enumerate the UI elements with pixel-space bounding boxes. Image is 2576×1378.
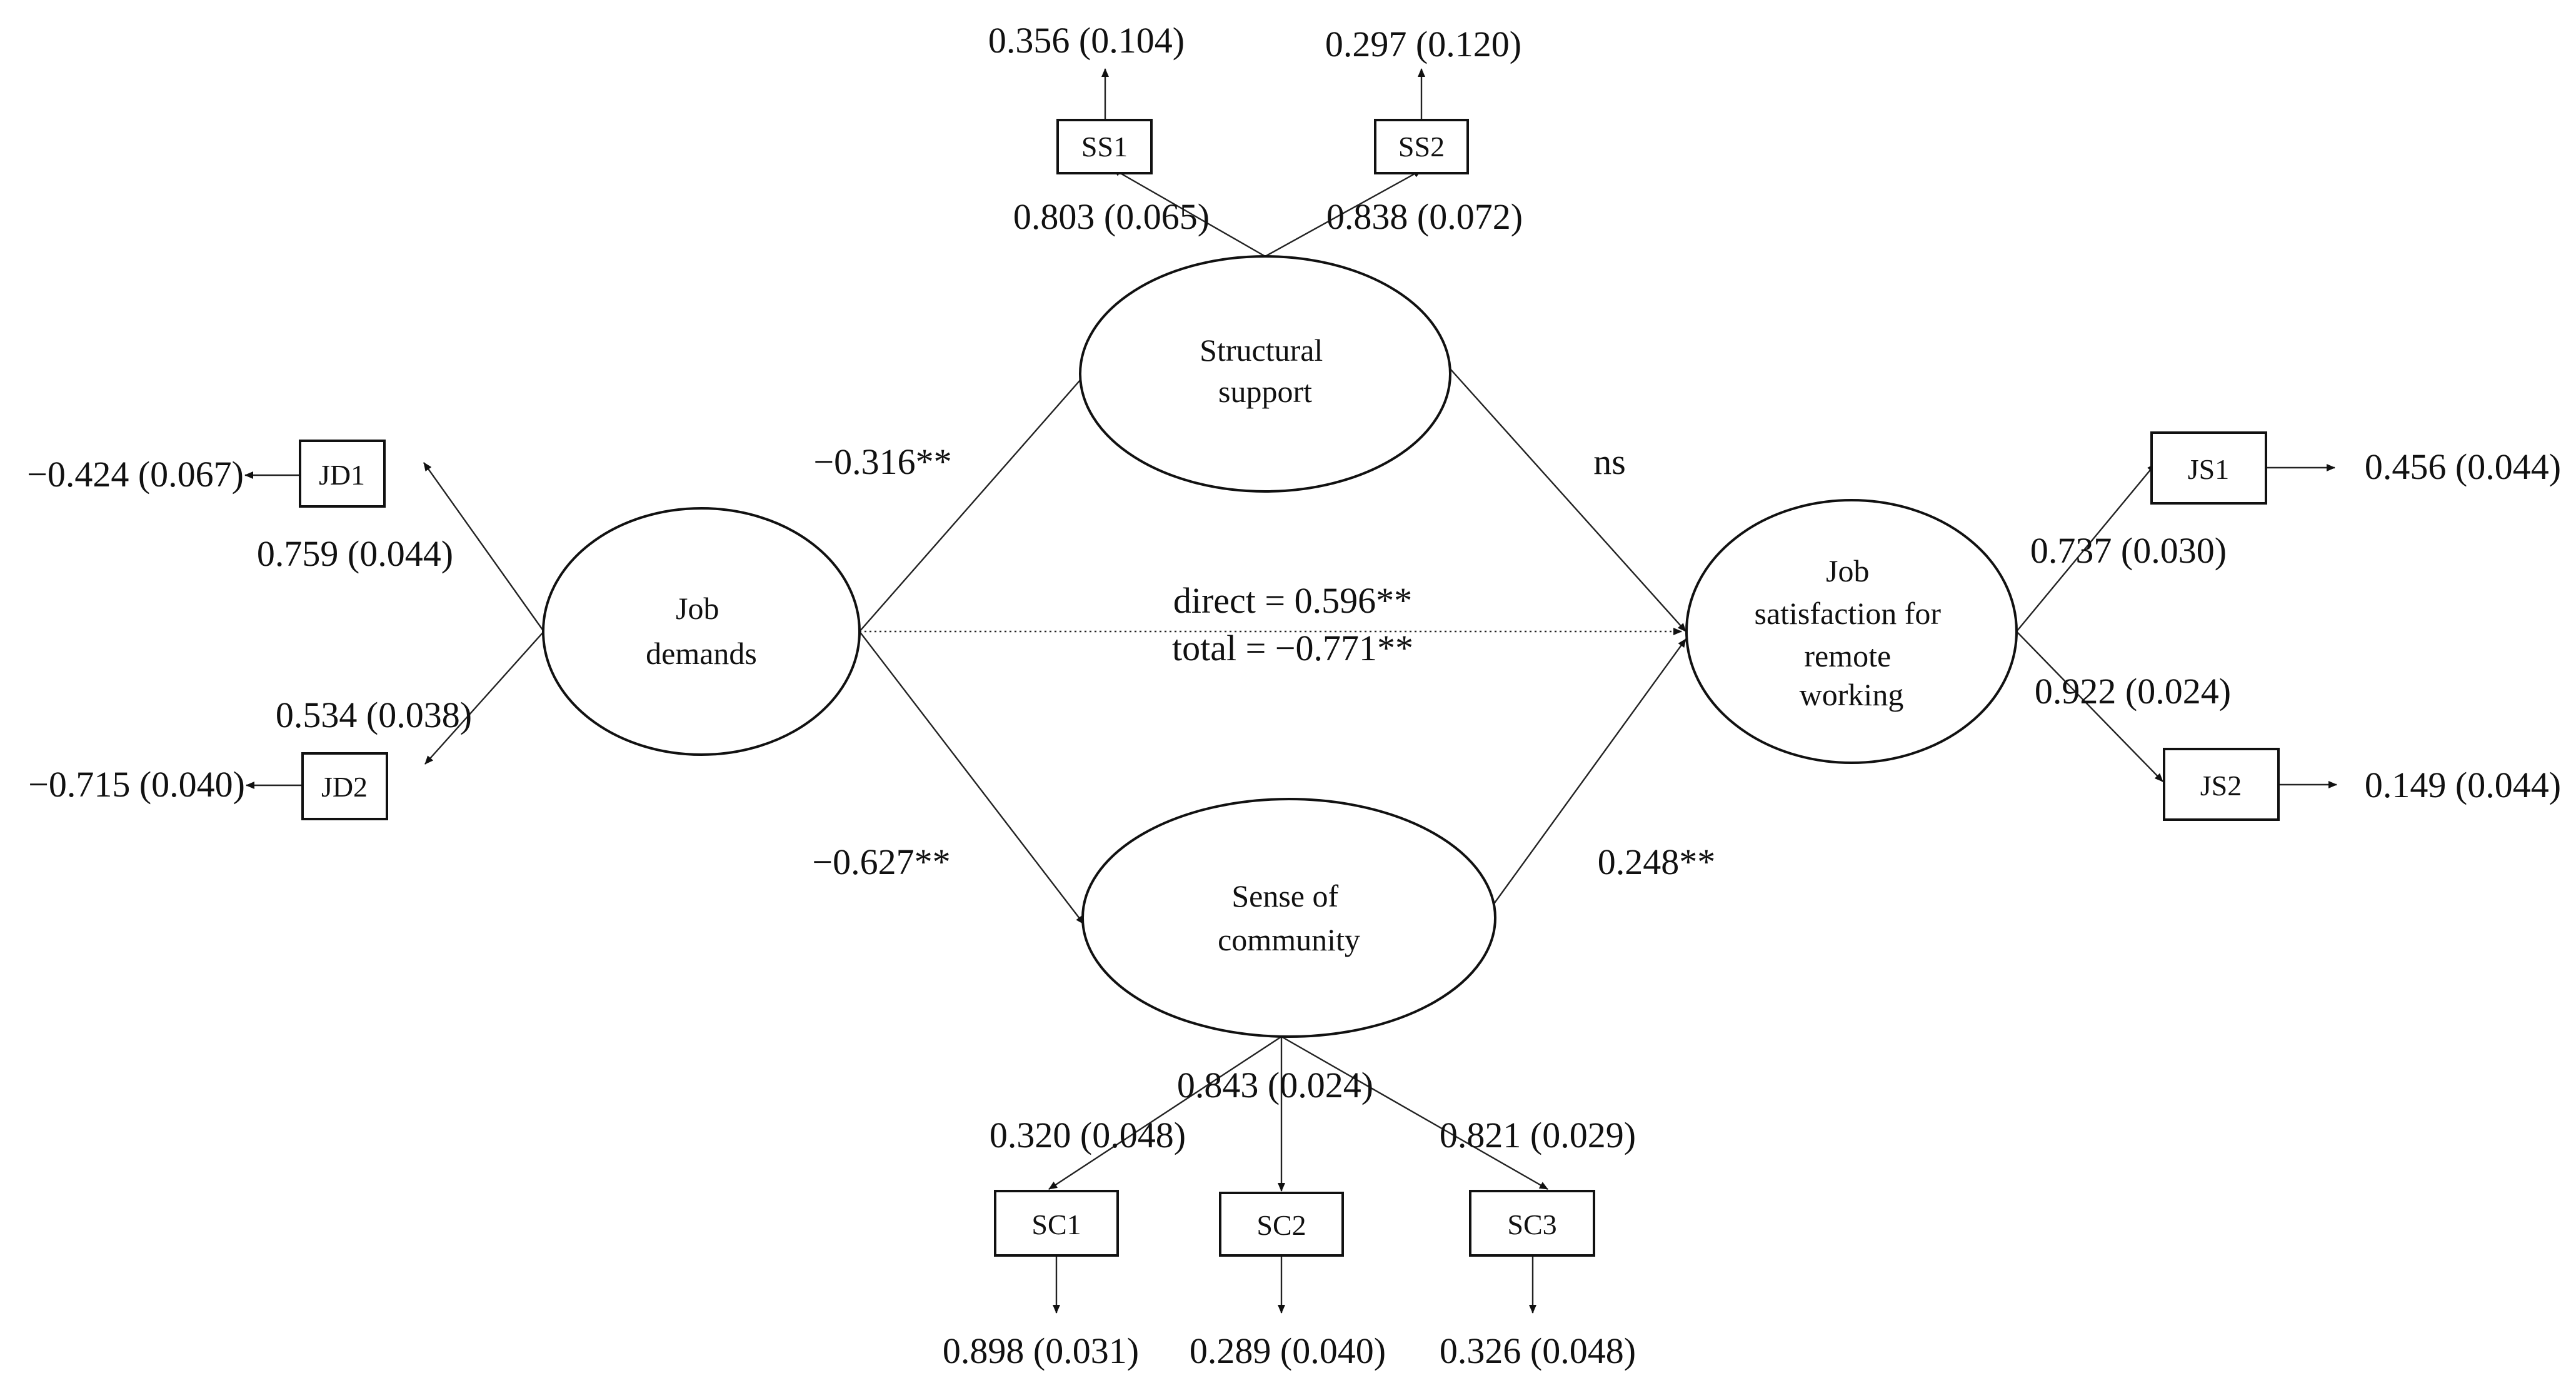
indicator-box-sc1 xyxy=(994,1190,1119,1257)
indicator-label-js1: JS1 xyxy=(2188,453,2229,485)
indicator-box-sc2 xyxy=(1219,1192,1344,1257)
path-ss-to-js xyxy=(1450,368,1686,632)
loading-value-jd2: 0.534 (0.038) xyxy=(276,695,472,735)
path-jd-to-sc xyxy=(859,631,1085,925)
indicator-box-js1 xyxy=(2150,431,2267,505)
latent-structural-support xyxy=(1079,255,1451,493)
loading-value-jd1: 0.759 (0.044) xyxy=(257,533,453,574)
loading-value-sc2: 0.843 (0.024) xyxy=(1177,1065,1373,1105)
indicator-label-jd1: JD1 xyxy=(319,459,365,491)
loading-line-sc3 xyxy=(1281,1035,1548,1190)
indicator-box-sc3 xyxy=(1469,1190,1595,1257)
indicator-box-jd2 xyxy=(301,752,388,820)
loading-line-jd1 xyxy=(423,462,544,632)
loading-value-sc1: 0.320 (0.048) xyxy=(990,1115,1186,1155)
error-value-jd1: −0.424 (0.067) xyxy=(27,454,244,495)
error-value-js2: 0.149 (0.044) xyxy=(2365,765,2561,805)
loading-line-js2 xyxy=(2016,631,2163,782)
indicator-label-jd2: JD2 xyxy=(321,771,368,803)
loading-value-js2: 0.922 (0.024) xyxy=(2035,671,2231,712)
error-value-sc1: 0.898 (0.031) xyxy=(943,1330,1139,1371)
latent-sense-of-community xyxy=(1081,798,1496,1038)
indicator-box-js2 xyxy=(2163,748,2280,821)
error-value-sc2: 0.289 (0.040) xyxy=(1190,1330,1386,1371)
loading-line-jd2 xyxy=(424,631,544,765)
coef-total: total = −0.771** xyxy=(1172,628,1413,668)
latent-label-structural-support: Structural support xyxy=(1200,333,1331,409)
indicator-label-ss2: SS2 xyxy=(1398,131,1445,163)
coef-ss-to-js: ns xyxy=(1593,441,1626,482)
loading-value-ss2: 0.838 (0.072) xyxy=(1326,196,1523,237)
indicator-label-sc3: SC3 xyxy=(1507,1209,1556,1240)
loading-line-sc1 xyxy=(1048,1035,1282,1190)
loading-line-js1 xyxy=(2016,463,2156,632)
path-jd-to-ss xyxy=(859,370,1090,632)
error-value-ss2: 0.297 (0.120) xyxy=(1325,24,1521,64)
latent-label-job-satisfaction: Job satisfaction for remote working xyxy=(1754,553,1948,712)
latent-job-satisfaction xyxy=(1685,499,2018,764)
loading-line-ss1 xyxy=(1112,168,1266,258)
indicator-box-jd1 xyxy=(299,440,386,508)
path-sc-to-js xyxy=(1486,638,1686,915)
latent-label-job-demands: Job demands xyxy=(646,591,757,671)
error-value-jd2: −0.715 (0.040) xyxy=(28,764,245,805)
coef-jd-to-sc: −0.627** xyxy=(812,842,950,882)
indicator-label-sc1: SC1 xyxy=(1031,1209,1081,1240)
coef-sc-to-js: 0.248** xyxy=(1598,842,1716,882)
loading-value-sc3: 0.821 (0.029) xyxy=(1440,1115,1636,1155)
indicator-label-js2: JS2 xyxy=(2200,770,2242,802)
latent-label-sense-of-community: Sense of community xyxy=(1218,878,1360,957)
indicator-box-ss2 xyxy=(1374,119,1469,174)
latent-job-demands xyxy=(542,507,861,756)
indicator-label-sc2: SC2 xyxy=(1256,1209,1306,1241)
error-value-sc3: 0.326 (0.048) xyxy=(1440,1330,1636,1371)
error-value-ss1: 0.356 (0.104) xyxy=(988,20,1185,61)
loading-value-js1: 0.737 (0.030) xyxy=(2030,530,2227,571)
indicator-label-ss1: SS1 xyxy=(1081,131,1128,163)
coef-jd-to-ss: −0.316** xyxy=(813,441,951,482)
loading-line-ss2 xyxy=(1265,169,1422,258)
coef-direct: direct = 0.596** xyxy=(1173,580,1412,621)
loading-value-ss1: 0.803 (0.065) xyxy=(1013,196,1210,237)
indicator-box-ss1 xyxy=(1056,119,1153,174)
error-value-js1: 0.456 (0.044) xyxy=(2365,446,2561,487)
